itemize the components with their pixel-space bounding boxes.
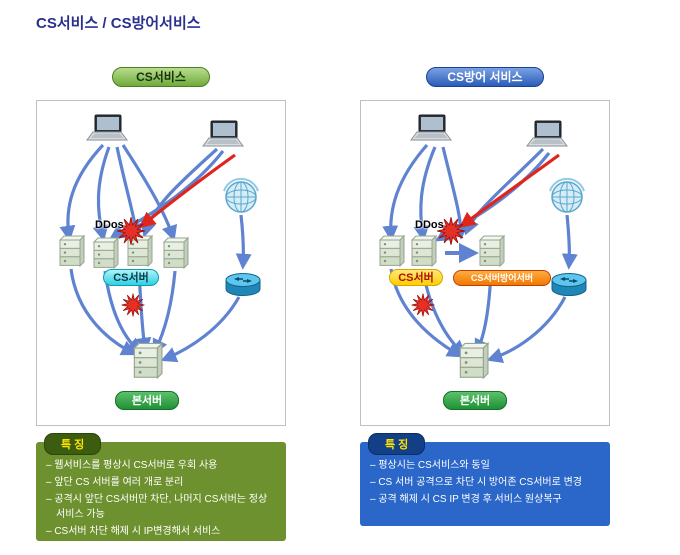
features-list: – 웹서비스를 평상시 CS서버로 우회 사용 – 앞단 CS 서버를 여러 개… <box>36 442 286 547</box>
cs-server-icon <box>411 235 437 267</box>
cs-server-icon <box>93 237 119 269</box>
cs-service-diagram: DDos CS서버 본서버 <box>36 100 286 426</box>
feature-item: – CS 서버 공격으로 차단 시 방어존 CS서버로 변경 <box>370 477 582 488</box>
main-server-icon <box>459 342 489 379</box>
attacker-laptop-icon <box>526 120 568 147</box>
features-header: 특 징 <box>44 433 102 455</box>
feature-item: – 공격시 앞단 CS서버만 차단, 나머지 CS서버는 정상 서비스 가능 <box>46 494 268 520</box>
cs-server-icon <box>379 235 405 267</box>
features-header: 특 징 <box>368 433 426 455</box>
attacker-laptop-icon <box>202 120 244 147</box>
cs-server-icon <box>163 237 189 269</box>
main-server-label: 본서버 <box>443 391 507 410</box>
cs-service-badge: CS서비스 <box>112 67 210 87</box>
feature-item: – 평상시는 CS서비스와 동일 <box>370 460 490 471</box>
internet-globe-icon <box>223 177 259 213</box>
cs-server-label: CS서버 <box>103 269 159 286</box>
router-icon <box>225 273 261 296</box>
feature-item: – 웹서비스를 평상시 CS서버로 우회 사용 <box>46 460 218 471</box>
main-server-label: 본서버 <box>115 391 179 410</box>
feature-item: – 공격 해제 시 CS IP 변경 후 서비스 원상복구 <box>370 494 562 505</box>
ddos-label: DDos <box>95 219 124 231</box>
attack-arrow <box>459 153 560 228</box>
ddos-label: DDos <box>415 219 444 231</box>
feature-item: – CS서버 차단 해제 시 IP변경해서 서비스 <box>46 526 221 537</box>
feature-item: – 앞단 CS 서버를 여러 개로 분리 <box>46 477 184 488</box>
cs-defense-network-diagram <box>379 114 587 379</box>
defense-server-label: CS서버방어서버 <box>453 270 551 286</box>
defense-server-icon <box>479 235 505 267</box>
cs-defense-diagram: DDos CS서버 CS서버방어서버 본서버 <box>360 100 610 426</box>
client-laptop-icon <box>410 114 452 141</box>
cs-service-features: 특 징 – 웹서비스를 평상시 CS서버로 우회 사용 – 앞단 CS 서버를 … <box>36 433 286 541</box>
cs-server-label: CS서버 <box>389 269 443 286</box>
cs-defense-features: 특 징 – 평상시는 CS서비스와 동일 – CS 서버 공격으로 차단 시 방… <box>360 433 610 526</box>
internet-globe-icon <box>549 177 585 213</box>
attack-arrow <box>139 153 236 229</box>
client-laptop-icon <box>86 114 128 141</box>
cs-service-network-diagram <box>59 114 261 379</box>
router-icon <box>551 273 587 296</box>
main-server-icon <box>133 342 163 379</box>
cs-server-icon <box>59 235 85 267</box>
page-title: CS서비스 / CS방어서비스 <box>36 15 201 32</box>
features-list: – 평상시는 CS서비스와 동일 – CS 서버 공격으로 차단 시 방어존 C… <box>360 442 610 515</box>
cs-defense-badge: CS방어 서비스 <box>426 67 544 87</box>
